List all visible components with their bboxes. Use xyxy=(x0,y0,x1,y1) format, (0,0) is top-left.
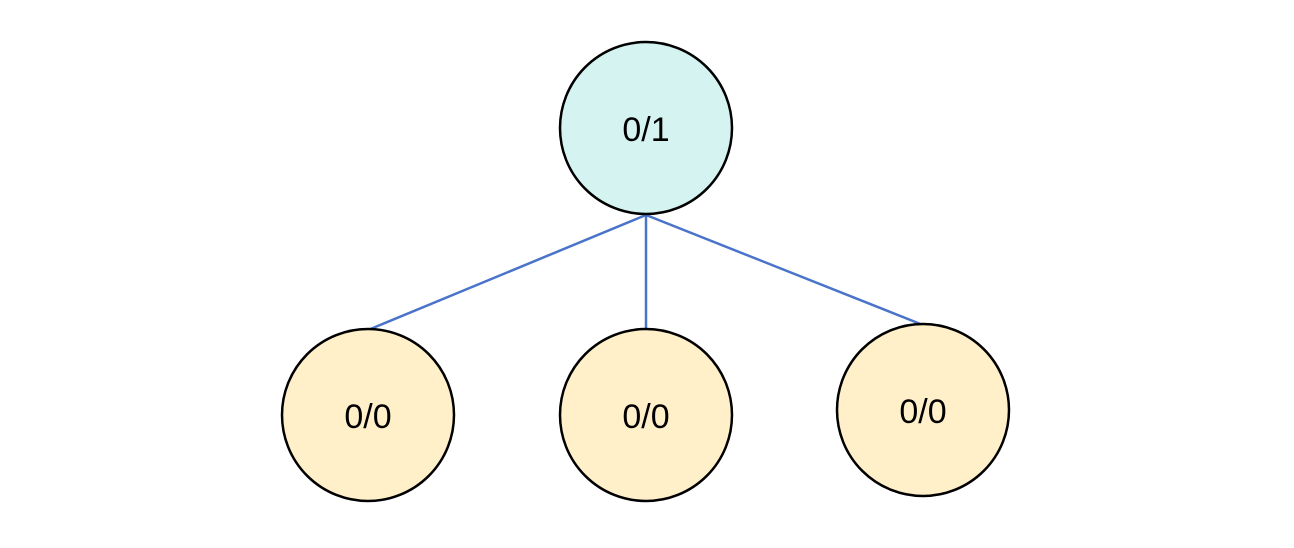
child-node-1-label: 0/0 xyxy=(344,398,391,436)
root-node-circle xyxy=(558,40,734,216)
child-node-3-label: 0/0 xyxy=(899,393,946,431)
root-node: 0/1 xyxy=(558,40,734,216)
child-node-2-circle xyxy=(558,327,734,503)
child-node-2: 0/0 xyxy=(558,327,734,503)
child-node-3-circle xyxy=(835,322,1011,498)
edge-root-to-child-1 xyxy=(367,213,647,332)
child-node-1-circle xyxy=(280,327,456,503)
child-node-3: 0/0 xyxy=(835,322,1011,498)
child-node-1: 0/0 xyxy=(280,327,456,503)
child-node-2-label: 0/0 xyxy=(622,398,669,436)
root-node-label: 0/1 xyxy=(622,111,669,149)
edge-root-to-child-3 xyxy=(645,213,924,327)
